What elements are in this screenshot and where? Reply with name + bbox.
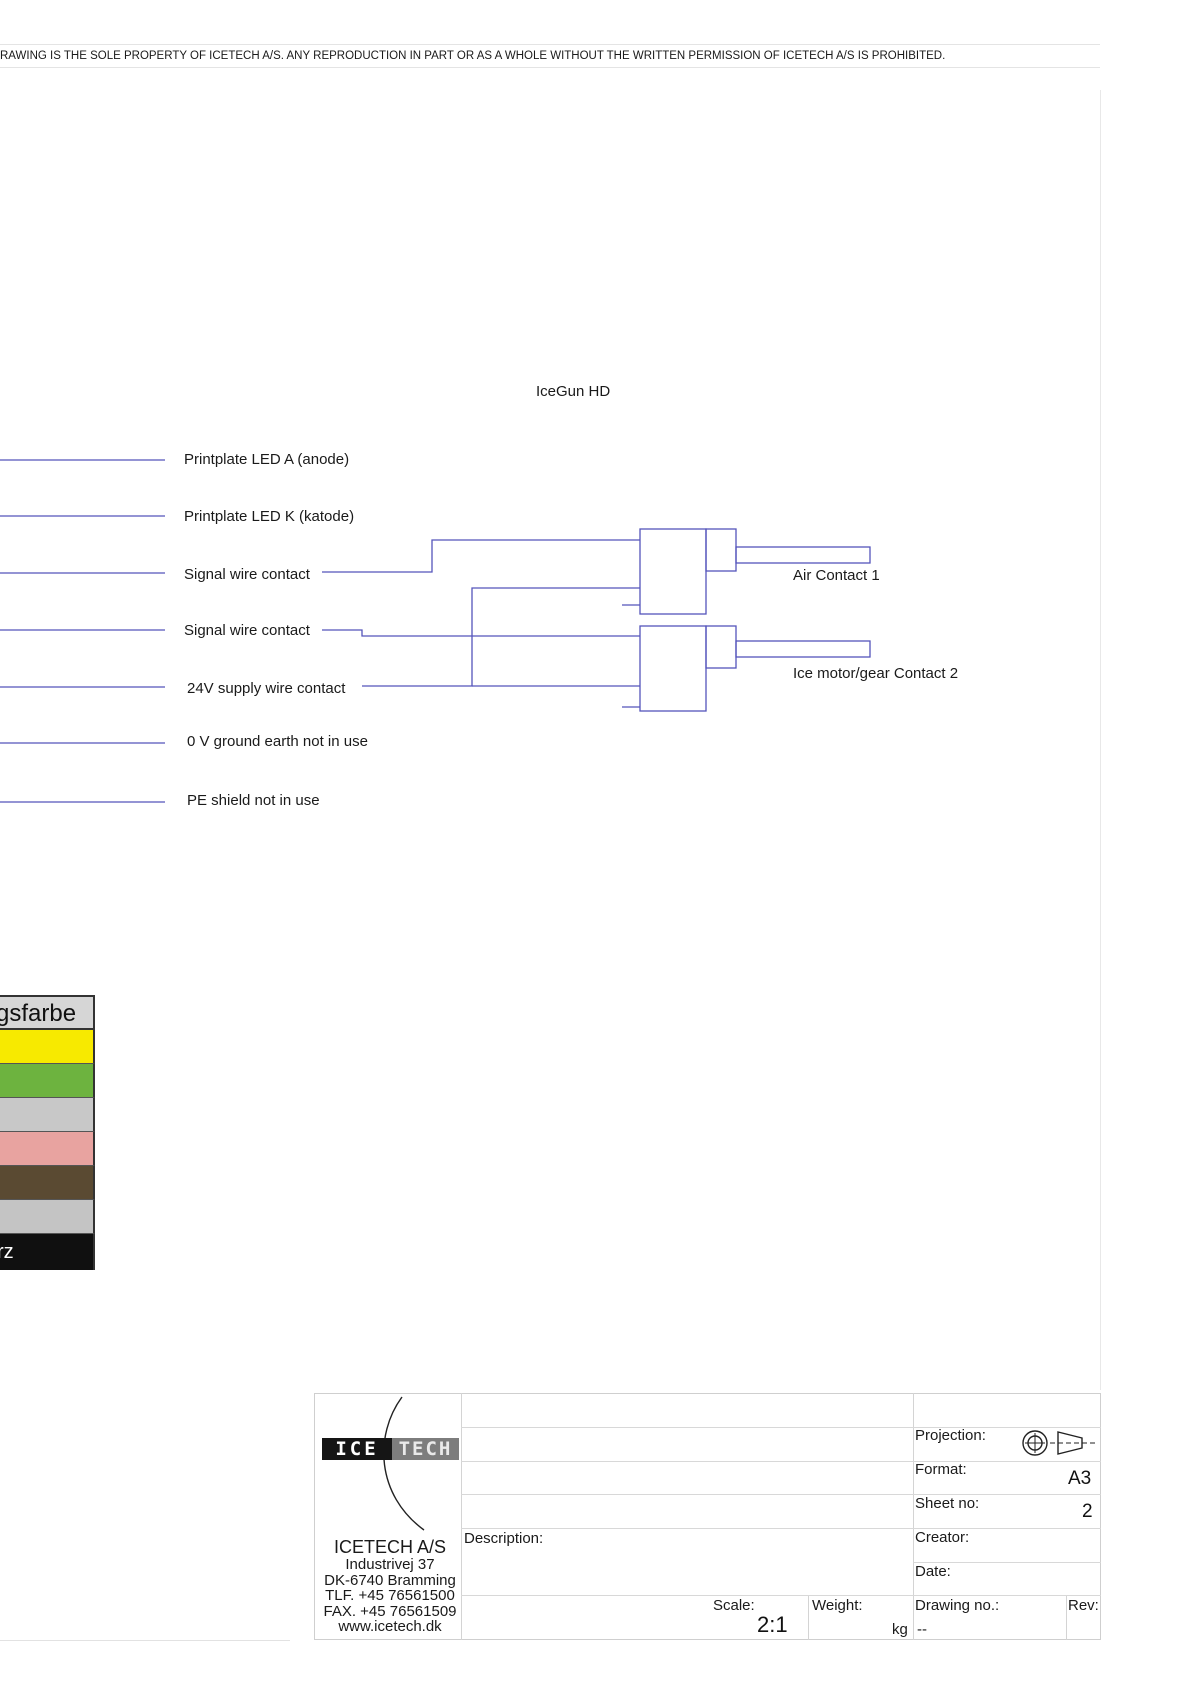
contact-label-2: Ice motor/gear Contact 2 bbox=[793, 665, 959, 682]
tb-row-line-6 bbox=[461, 1595, 1101, 1596]
wire-label-0v: 0 V ground earth not in use bbox=[187, 733, 368, 750]
address-line: TLF. +45 76561500 bbox=[325, 1587, 455, 1604]
scale-value: 2:1 bbox=[757, 1612, 788, 1637]
wire-label-led-k: Printplate LED K (katode) bbox=[184, 508, 355, 525]
icetech-logo: ICE TECH bbox=[322, 1438, 459, 1460]
relay-2-contact bbox=[735, 640, 871, 658]
tb-row-line-2 bbox=[461, 1461, 1101, 1462]
tb-divider-4 bbox=[1066, 1595, 1067, 1640]
drawing-no-label: Drawing no.: bbox=[915, 1597, 1000, 1614]
color-row-black: rz bbox=[0, 1234, 95, 1270]
color-row-yellow bbox=[0, 1030, 95, 1064]
address-line: FAX. +45 76561509 bbox=[323, 1602, 457, 1620]
signal-2-route bbox=[322, 629, 640, 637]
format-label: Format: bbox=[915, 1461, 967, 1478]
company-name: ICETECH A/S bbox=[333, 1537, 447, 1557]
projection-label: Projection: bbox=[915, 1427, 986, 1444]
wire-label-signal-2: Signal wire contact bbox=[184, 622, 310, 639]
creator-label: Creator: bbox=[915, 1529, 970, 1546]
third-angle-projection-icon bbox=[1022, 1430, 1096, 1456]
wire-label-signal-1: Signal wire contact bbox=[184, 566, 310, 583]
wire-label-led-a: Printplate LED A (anode) bbox=[184, 451, 350, 468]
relay-2-coil bbox=[705, 625, 737, 669]
wire-label-pe: PE shield not in use bbox=[187, 792, 320, 809]
sheet-label: Sheet no: bbox=[915, 1495, 980, 1512]
address-line: Industrivej 37 bbox=[345, 1556, 435, 1573]
contact-label-1: Air Contact 1 bbox=[793, 567, 880, 584]
color-row-pink bbox=[0, 1132, 95, 1166]
format-value: A3 bbox=[1068, 1468, 1092, 1489]
wire-label-24v: 24V supply wire contact bbox=[187, 680, 346, 697]
relay-2-body bbox=[639, 625, 707, 712]
date-label: Date: bbox=[915, 1563, 951, 1580]
company-address: ICETECH A/S Industrivej 37 DK-6740 Bramm… bbox=[316, 1537, 464, 1635]
description-label: Description: bbox=[464, 1530, 544, 1547]
sheet-value: 2 bbox=[1082, 1501, 1093, 1522]
color-row-white bbox=[0, 1200, 95, 1234]
logo-text-tech: TECH bbox=[392, 1438, 459, 1460]
color-table-header: gsfarbe bbox=[0, 995, 95, 1030]
logo-arc bbox=[383, 1396, 425, 1531]
relay-1-coil bbox=[705, 528, 737, 572]
rev-label: Rev: bbox=[1068, 1597, 1099, 1614]
diagram-title: IceGun HD bbox=[536, 383, 611, 400]
tb-row-line-4 bbox=[461, 1528, 1101, 1529]
address-line: DK-6740 Bramming bbox=[324, 1571, 456, 1589]
relay-1-body bbox=[639, 528, 707, 615]
color-row-brown bbox=[0, 1166, 95, 1200]
address-line: www.icetech.dk bbox=[338, 1618, 442, 1635]
tb-divider-3 bbox=[808, 1595, 809, 1640]
title-block bbox=[314, 1393, 1101, 1640]
scale-label: Scale: bbox=[713, 1597, 755, 1614]
color-row-grey bbox=[0, 1098, 95, 1132]
color-row-green bbox=[0, 1064, 95, 1098]
signal-1-route bbox=[322, 539, 640, 573]
tb-divider-2 bbox=[913, 1393, 914, 1640]
relay-1-contact bbox=[735, 546, 871, 564]
frame-right-border bbox=[1100, 90, 1101, 1390]
frame-bottom-border bbox=[0, 1640, 290, 1641]
weight-label: Weight: bbox=[812, 1597, 863, 1614]
supply-route bbox=[362, 587, 640, 687]
property-notice: RAWING IS THE SOLE PROPERTY OF ICETECH A… bbox=[0, 44, 1100, 68]
tb-row-line-1 bbox=[461, 1427, 1101, 1428]
drawing-no-value: -- bbox=[917, 1621, 927, 1638]
wire-color-table: gsfarbe rz bbox=[0, 995, 95, 1270]
weight-unit: kg bbox=[892, 1621, 908, 1638]
tb-row-line-3 bbox=[461, 1494, 1101, 1495]
tb-row-line-5 bbox=[913, 1562, 1101, 1563]
logo-text-ice: ICE bbox=[322, 1438, 392, 1460]
tb-divider-1 bbox=[461, 1393, 462, 1640]
